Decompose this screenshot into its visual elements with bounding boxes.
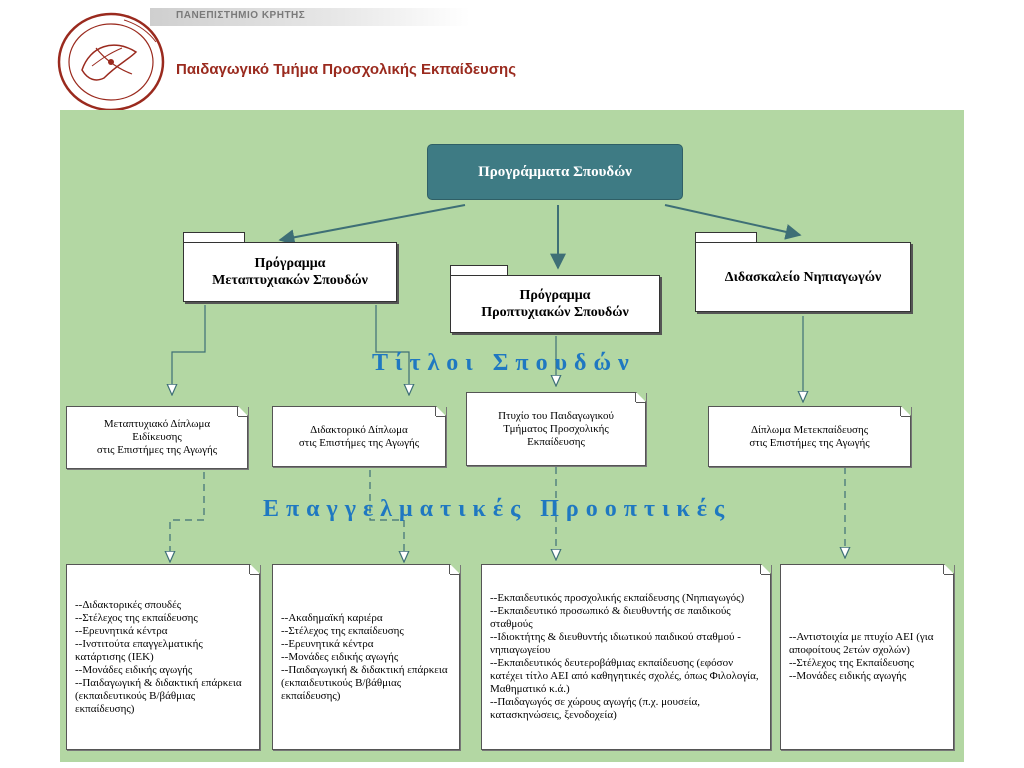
career-item: --Στέλεχος της εκπαίδευσης: [75, 611, 198, 624]
page-fold-edge: [943, 564, 944, 574]
page-fold-icon: [436, 406, 446, 416]
page-fold-icon: [944, 564, 954, 574]
careers-doctorate: --Ακαδημαϊκή καριέρα --Στέλεχος της εκπα…: [272, 564, 460, 750]
page-fold-icon: [238, 406, 248, 416]
career-item: --Ιδιοκτήτης & διευθυντής ιδιωτικού παιδ…: [490, 631, 741, 656]
program-postgrad: Πρόγραμμα Μεταπτυχιακών Σπουδών: [183, 242, 397, 302]
root-node: Προγράμματα Σπουδών: [427, 144, 683, 200]
degree-retraining: Δίπλωμα Μετεκπαίδευσης στις Επιστήμες τη…: [708, 406, 911, 467]
page-fold-icon: [450, 564, 460, 574]
degree-bachelor: Πτυχίο του Παιδαγωγικού Τμήματος Προσχολ…: [466, 392, 646, 466]
page-fold-edge: [237, 406, 238, 416]
career-item: --Μονάδες ειδικής αγωγής: [789, 670, 907, 682]
career-item: --Παιδαγωγός σε χώρους αγωγής (π.χ. μουσ…: [490, 696, 701, 721]
section-title-careers: Επαγγελματικές Προοπτικές: [263, 496, 732, 522]
degree-doctorate-text: Διδακτορικό Δίπλωμα στις Επιστήμες της Α…: [298, 423, 420, 449]
careers-didaskaleio: --Αντιστοιχία με πτυχίο ΑΕΙ (για αποφοίτ…: [780, 564, 954, 750]
career-item: --Εκπαιδευτικός δευτεροβάθμιας εκπαίδευσ…: [490, 657, 759, 695]
page-fold-edge: [635, 392, 636, 402]
header-band: [150, 8, 470, 26]
page-fold-edge: [760, 564, 761, 574]
career-item: --Ινστιτούτα επαγγελματικής κατάρτισης (…: [75, 637, 203, 663]
section-title-degrees: Τίτλοι Σπουδών: [372, 350, 636, 376]
career-item: --Εκπαιδευτικός προσχολικής εκπαίδευσης …: [490, 592, 745, 604]
career-item: --Ακαδημαϊκή καριέρα: [281, 611, 383, 624]
career-item: --Μονάδες ειδικής αγωγής: [281, 650, 399, 663]
career-item: --Στέλεχος της Εκπαίδευσης: [789, 657, 914, 669]
university-name: ΠΑΝΕΠΙΣΤΗΜΙΟ ΚΡΗΤΗΣ: [176, 10, 306, 21]
degree-doctorate: Διδακτορικό Δίπλωμα στις Επιστήμες της Α…: [272, 406, 446, 467]
page-fold-edge: [435, 406, 436, 416]
career-item: --Διδακτορικές σπουδές: [75, 598, 182, 611]
career-item: --Ερευνητικά κέντρα: [281, 637, 374, 650]
page-fold-edge: [449, 564, 450, 574]
page-fold-edge: [436, 416, 446, 417]
degree-bachelor-text: Πτυχίο του Παιδαγωγικού Τμήματος Προσχολ…: [498, 409, 614, 448]
page-fold-icon: [761, 564, 771, 574]
page-fold-edge: [944, 574, 954, 575]
page-fold-icon: [250, 564, 260, 574]
career-item: --Στέλεχος της εκπαίδευσης: [281, 624, 404, 637]
page-fold-icon: [901, 406, 911, 416]
page-fold-edge: [761, 574, 771, 575]
program-undergrad: Πρόγραμμα Προπτυχιακών Σπουδών: [450, 275, 660, 333]
degree-masters-text: Μεταπτυχιακό Δίπλωμα Ειδίκευσης στις Επι…: [96, 418, 218, 456]
page-fold-edge: [901, 416, 911, 417]
page-fold-edge: [249, 564, 250, 574]
page-fold-edge: [250, 574, 260, 575]
career-item: --Παιδαγωγική & διδακτική επάρκεια (εκπα…: [75, 676, 242, 715]
program-didaskaleio: Διδασκαλείο Νηπιαγωγών: [695, 242, 911, 312]
careers-masters: --Διδακτορικές σπουδές --Στέλεχος της εκ…: [66, 564, 260, 750]
career-item: --Ερευνητικά κέντρα: [75, 624, 168, 637]
career-item: --Αντιστοιχία με πτυχίο ΑΕΙ (για αποφοίτ…: [789, 631, 934, 656]
career-item: --Εκπαιδευτικό προσωπικό & διευθυντής σε…: [490, 605, 731, 630]
page-fold-edge: [450, 574, 460, 575]
careers-bachelor: --Εκπαιδευτικός προσχολικής εκπαίδευσης …: [481, 564, 771, 750]
degree-masters: Μεταπτυχιακό Δίπλωμα Ειδίκευσης στις Επι…: [66, 406, 248, 469]
career-item: --Μονάδες ειδικής αγωγής: [75, 663, 193, 676]
career-item: --Παιδαγωγική & διδακτική επάρκεια (εκπα…: [281, 663, 448, 702]
degree-retraining-text: Δίπλωμα Μετεκπαίδευσης στις Επιστήμες τη…: [749, 423, 870, 449]
department-name: Παιδαγωγικό Τμήμα Προσχολικής Εκπαίδευση…: [176, 61, 517, 78]
page-fold-icon: [636, 392, 646, 402]
page-fold-edge: [900, 406, 901, 416]
page-fold-edge: [636, 402, 646, 403]
page-fold-edge: [238, 416, 248, 417]
